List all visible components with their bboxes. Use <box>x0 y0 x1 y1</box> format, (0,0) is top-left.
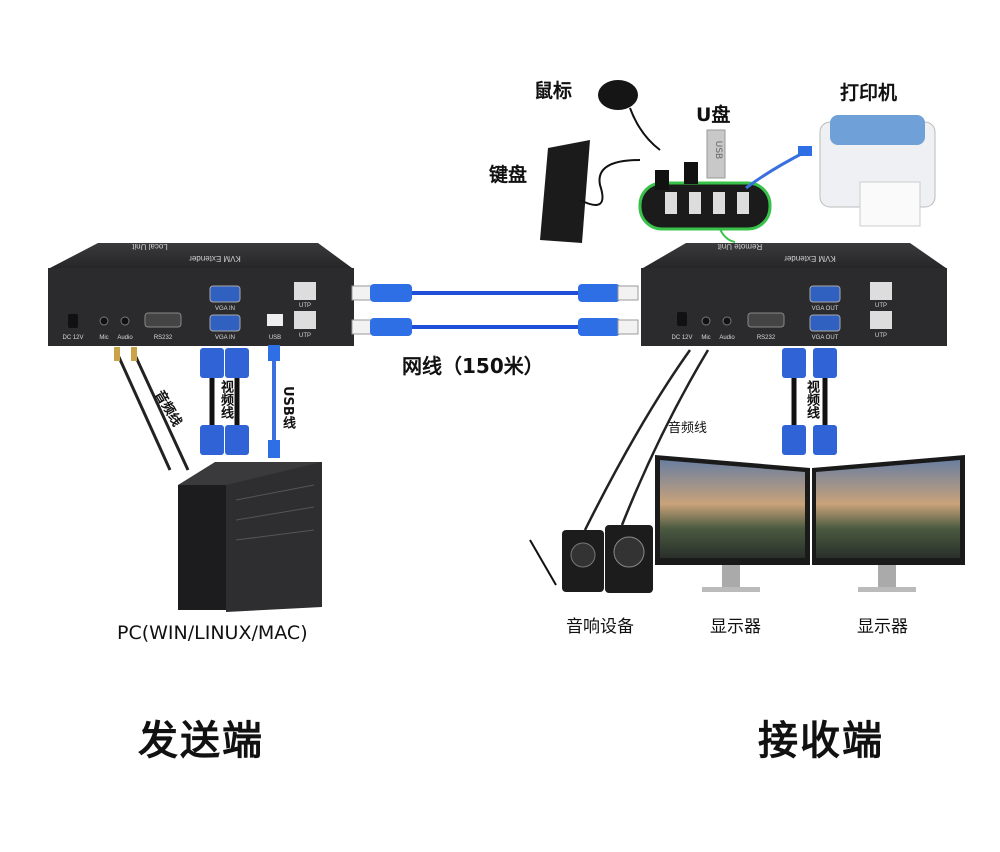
sender-label: 发送端 <box>138 718 264 764</box>
monitor-right <box>812 455 965 592</box>
pc-tower <box>178 462 322 612</box>
video-cable-right-label: 视频线 <box>804 380 819 419</box>
keyboard-label: 键盘 <box>489 164 528 186</box>
monitor-left <box>655 455 810 592</box>
usb-cable-label: USB线 <box>280 386 295 429</box>
audio-cable-right-label: 音频线 <box>668 421 708 436</box>
local-port-dc: DC 12V <box>62 335 83 341</box>
receiver-cables <box>583 348 837 531</box>
local-unit: KVM Extender Local Unit DC 12V Mic Audio… <box>48 242 354 346</box>
local-port-rs232: RS232 <box>154 335 173 341</box>
local-unit-title: KVM Extender <box>189 254 241 263</box>
remote-unit-subtitle: Remote Unit <box>717 242 762 251</box>
printer-label: 打印机 <box>840 82 898 104</box>
monitor-2-label: 显示器 <box>857 617 908 637</box>
remote-port-audio: Audio <box>719 335 735 341</box>
video-cable-left-label: 视频线 <box>218 380 233 419</box>
sender-cables <box>114 345 280 471</box>
remote-port-dc: DC 12V <box>671 335 692 341</box>
remote-port-rs232: RS232 <box>757 335 776 341</box>
local-port-utp-2: UTP <box>299 333 311 339</box>
local-port-audio: Audio <box>117 335 133 341</box>
local-port-vga-in-1: VGA IN <box>215 306 235 312</box>
printer-device <box>819 115 936 227</box>
local-port-vga-in-2: VGA IN <box>215 335 235 341</box>
mouse-device <box>598 80 661 151</box>
remote-unit: KVM Extender Remote Unit DC 12V Mic Audi… <box>641 242 947 346</box>
usb-disk-label: U盘 <box>696 104 731 126</box>
usb-disk-tag: USB <box>713 141 723 159</box>
local-unit-subtitle: Local Unit <box>131 242 167 251</box>
keyboard-device <box>540 140 641 243</box>
mouse-label: 鼠标 <box>534 80 573 102</box>
remote-port-mic: Mic <box>701 335 710 341</box>
remote-port-vga-out-2: VGA OUT <box>812 335 839 341</box>
remote-unit-title: KVM Extender <box>784 254 836 263</box>
local-port-mic: Mic <box>99 335 108 341</box>
speakers-label: 音响设备 <box>566 617 634 637</box>
network-cables <box>351 284 639 336</box>
local-port-utp-1: UTP <box>299 303 311 309</box>
receiver-label: 接收端 <box>758 718 884 764</box>
network-cable-label: 网线（150米） <box>402 354 544 378</box>
usb-hub: USB <box>638 129 812 243</box>
remote-port-vga-out-1: VGA OUT <box>812 306 839 312</box>
remote-port-utp-2: UTP <box>875 333 887 339</box>
remote-port-utp-1: UTP <box>875 303 887 309</box>
speakers-device <box>529 525 653 593</box>
pc-label: PC(WIN/LINUX/MAC) <box>117 622 308 644</box>
local-port-usb: USB <box>269 335 281 341</box>
monitor-1-label: 显示器 <box>710 617 761 637</box>
